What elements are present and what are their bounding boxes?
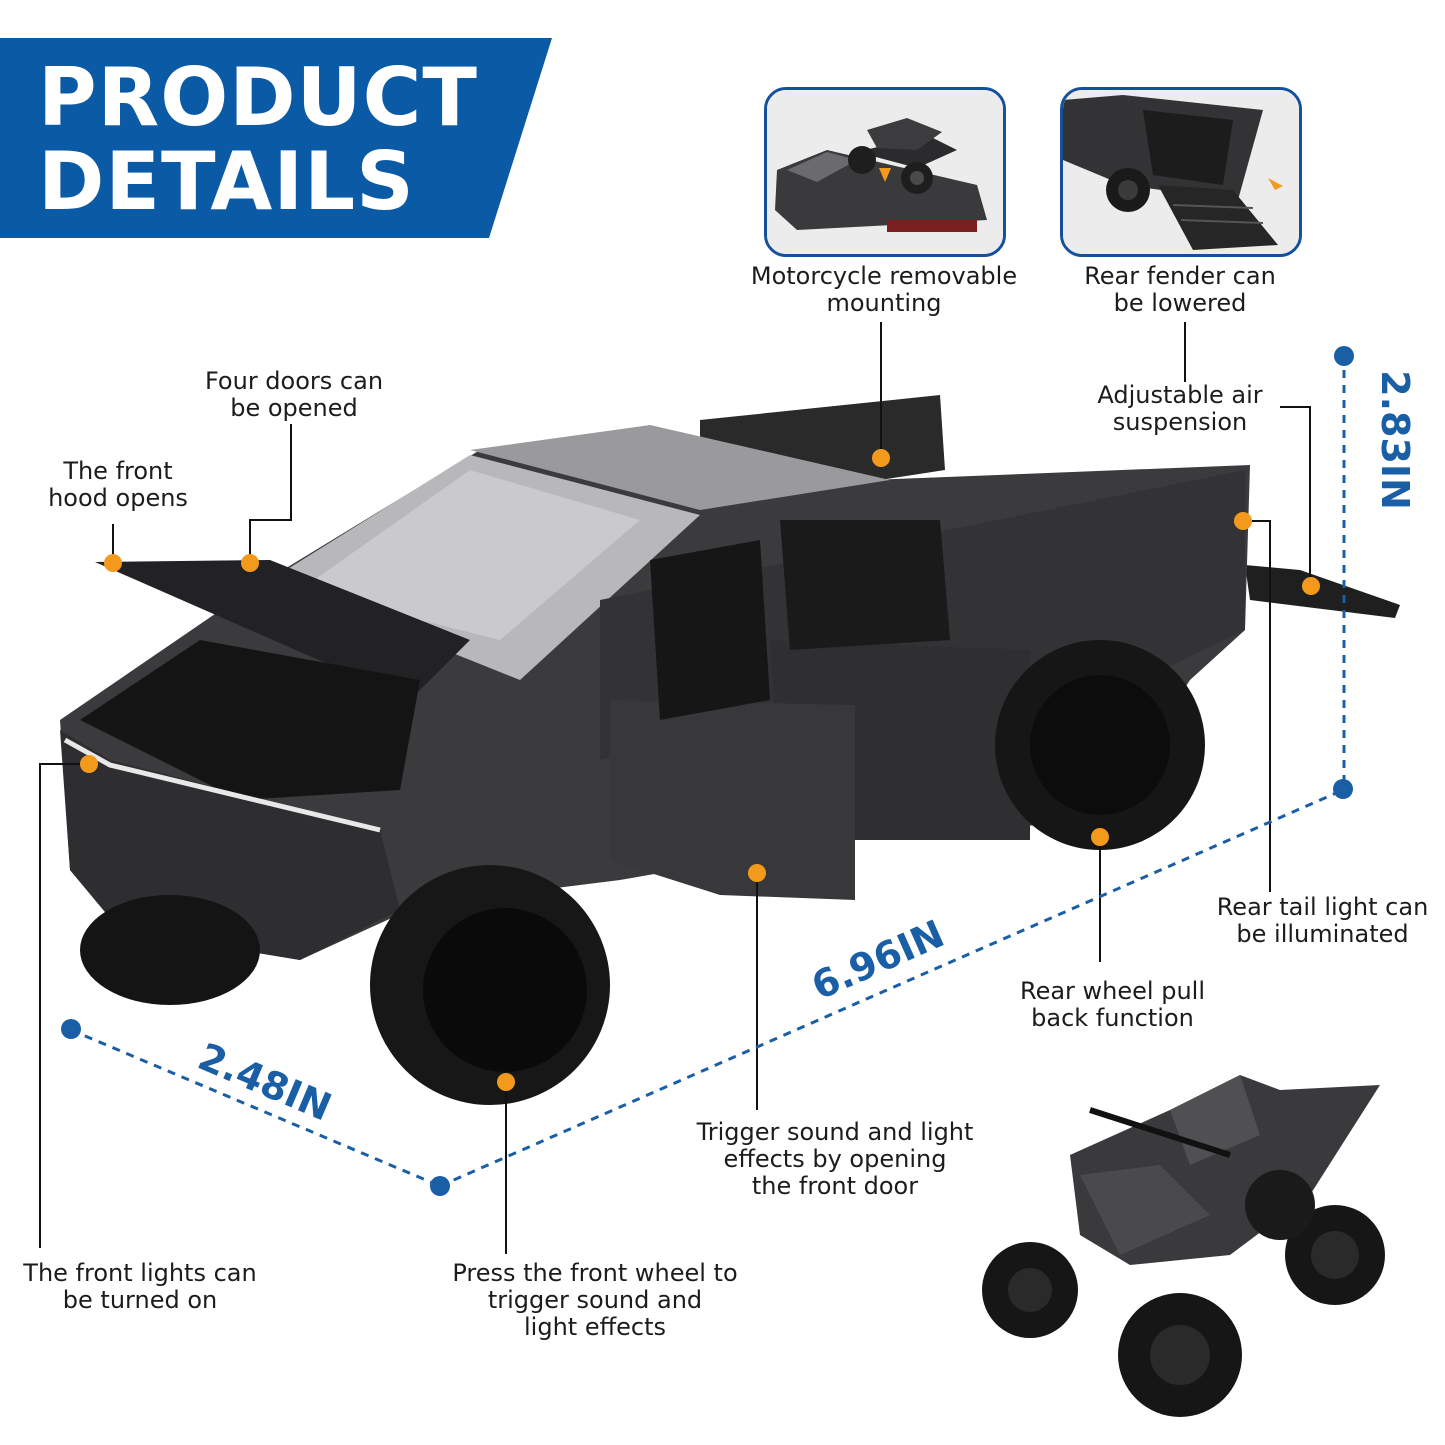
callout-text: trigger sound and	[487, 1286, 703, 1314]
callout-rear-tail-light: Rear tail light can be illuminated	[1200, 894, 1445, 948]
callout-air-suspension: Adjustable air suspension	[1075, 382, 1285, 436]
callout-text: Rear fender can	[1084, 262, 1276, 290]
callout-text: Adjustable air	[1097, 381, 1263, 409]
dimension-height: 2.83IN	[1372, 370, 1417, 510]
callout-text: The front	[63, 457, 173, 485]
callout-motorcycle-mounting: Motorcycle removable mounting	[740, 263, 1028, 317]
quad-bike-illustration	[982, 1075, 1385, 1417]
callout-text: be illuminated	[1236, 920, 1409, 948]
callout-front-door-trigger: Trigger sound and light effects by openi…	[670, 1119, 1000, 1200]
banner-title-line2: DETAILS	[38, 135, 415, 228]
callout-text: Rear wheel pull	[1019, 977, 1205, 1005]
callout-front-wheel: Press the front wheel to trigger sound a…	[430, 1260, 760, 1341]
callout-text: Trigger sound and light	[696, 1118, 974, 1146]
motorcycle-mounting-thumbnail	[764, 87, 1006, 257]
callout-text: be lowered	[1113, 289, 1247, 317]
callout-rear-wheel-pull: Rear wheel pull back function	[990, 978, 1235, 1032]
callout-text: back function	[1031, 1004, 1194, 1032]
callout-text: suspension	[1112, 408, 1248, 436]
rear-fender-thumbnail	[1060, 87, 1302, 257]
banner-title-line1: PRODUCT	[38, 51, 478, 144]
callout-text: Rear tail light can	[1216, 893, 1429, 921]
callout-four-doors: Four doors can be opened	[180, 368, 408, 422]
callout-text: The front lights can	[23, 1259, 257, 1287]
banner-background	[0, 38, 552, 238]
callout-text: Press the front wheel to	[452, 1259, 738, 1287]
callout-front-hood: The front hood opens	[28, 458, 208, 512]
callout-front-lights: The front lights can be turned on	[5, 1260, 275, 1314]
callout-text: mounting	[826, 289, 942, 317]
callout-text: be turned on	[62, 1286, 218, 1314]
callout-text: Motorcycle removable	[750, 262, 1018, 290]
callout-text: hood opens	[48, 484, 188, 512]
callout-text: Four doors can	[204, 367, 384, 395]
callout-text: effects by opening	[723, 1145, 947, 1173]
callout-text: be opened	[230, 394, 358, 422]
callout-text: the front door	[751, 1172, 919, 1200]
callout-rear-fender: Rear fender can be lowered	[1060, 263, 1300, 317]
callout-text: light effects	[524, 1313, 666, 1341]
